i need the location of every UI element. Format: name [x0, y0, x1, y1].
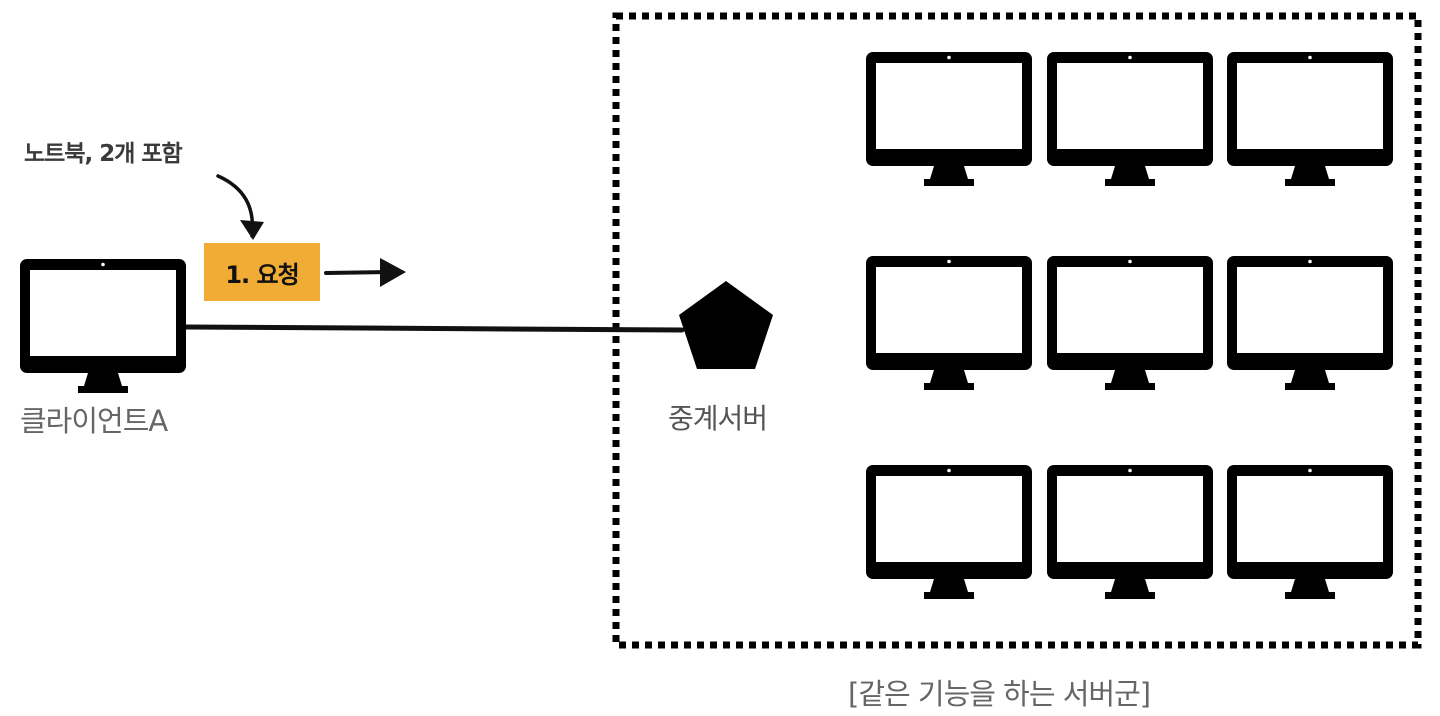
request-label: 1. 요청 — [225, 260, 299, 289]
server-monitor-icon — [866, 52, 1032, 186]
server-group-caption: [같은 기능을 하는 서버군] — [848, 677, 1151, 711]
server-monitor-icon — [1047, 256, 1213, 390]
server-monitor-icon — [1227, 256, 1393, 390]
server-monitor-icon — [866, 256, 1032, 390]
server-monitor-icon — [866, 465, 1032, 599]
relay-server-label: 중계서버 — [668, 402, 768, 435]
server-monitor-icon — [1227, 465, 1393, 599]
client-monitor-icon — [20, 259, 186, 393]
request-arrow — [324, 270, 390, 275]
relay-server-icon — [679, 281, 773, 369]
note-text: 노트북, 2개 포함 — [24, 141, 183, 167]
connection-line — [183, 324, 685, 333]
request-arrow-head — [380, 258, 406, 287]
curved-arrow-head — [240, 220, 264, 240]
server-monitor-icon — [1047, 465, 1213, 599]
server-monitor-icon — [1047, 52, 1213, 186]
client-label: 클라이언트A — [20, 404, 168, 438]
request-badge: 1. 요청 — [204, 243, 320, 301]
server-monitor-icon — [1227, 52, 1393, 186]
